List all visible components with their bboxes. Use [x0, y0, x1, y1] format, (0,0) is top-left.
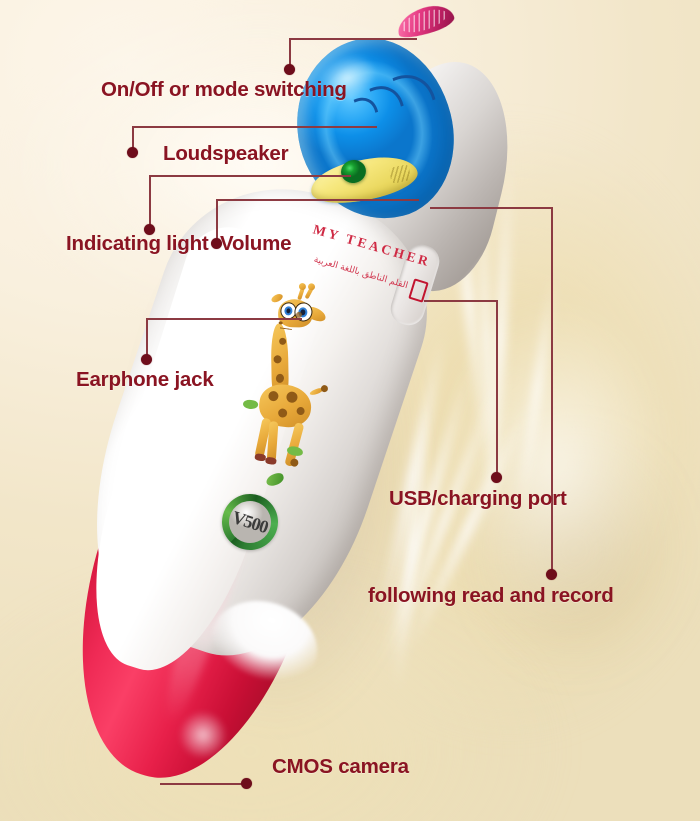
leader-dot-volume: [211, 238, 222, 249]
leader-dot-usb-port: [491, 472, 502, 483]
leader-dot-earphone-jack: [141, 354, 152, 365]
callout-label-cmos-camera: CMOS camera: [272, 755, 409, 778]
callout-label-follow-read-record: following read and record: [368, 584, 614, 607]
callout-label-usb-port: USB/charging port: [389, 487, 567, 510]
pen-tip-highlight: [168, 700, 238, 770]
v500-logo-text: V500: [229, 506, 271, 537]
leader-dot-on-off: [284, 64, 295, 75]
callout-label-indicating-light: Indicating light: [66, 232, 209, 255]
leader-dot-cmos-camera: [241, 778, 252, 789]
leader-dot-indicating-light: [144, 224, 155, 235]
callout-label-loudspeaker: Loudspeaker: [163, 142, 289, 165]
leader-dot-loudspeaker: [127, 147, 138, 158]
leader-dot-follow-read-record: [546, 569, 557, 580]
callout-label-on-off: On/Off or mode switching: [101, 78, 347, 101]
callout-label-earphone-jack: Earphone jack: [76, 368, 214, 391]
callout-label-volume: Volume: [220, 232, 292, 255]
